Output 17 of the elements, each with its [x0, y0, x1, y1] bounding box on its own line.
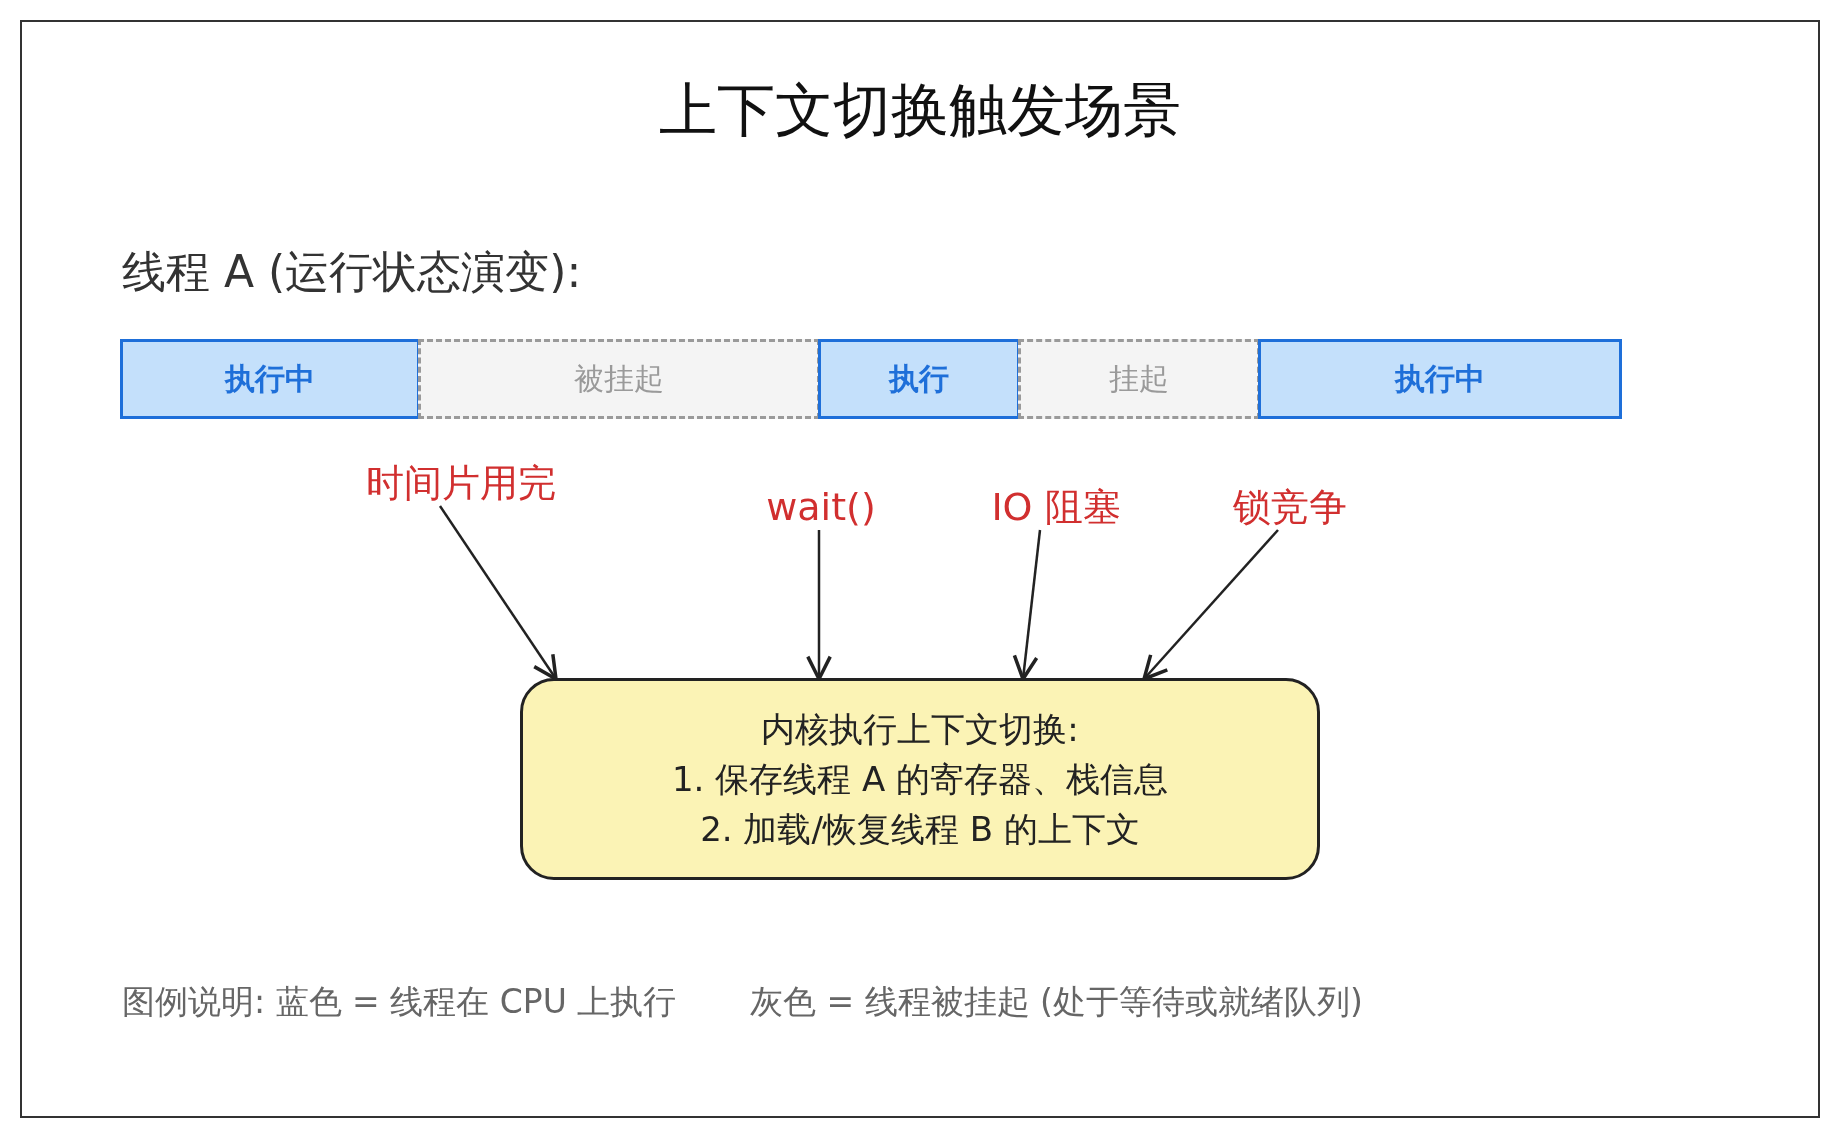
trigger-label: 锁竞争: [1233, 484, 1347, 530]
running-segment: 执行中: [120, 339, 420, 419]
trigger-label: wait(): [766, 484, 876, 530]
legend-note: 灰色 = 线程被挂起 (处于等待或就绪队列): [750, 981, 1363, 1023]
list-item: 2. 加载/恢复线程 B 的上下文: [700, 808, 1140, 851]
running-segment: 执行: [818, 339, 1020, 419]
process-box: [520, 678, 1320, 880]
suspended-segment: 挂起: [1018, 339, 1260, 419]
legend-note: 图例说明: 蓝色 = 线程在 CPU 上执行: [122, 981, 677, 1023]
suspended-segment: 被挂起: [418, 339, 820, 419]
box-heading: 内核执行上下文切换:: [761, 708, 1079, 751]
list-item: 1. 保存线程 A 的寄存器、栈信息: [671, 758, 1169, 801]
title: 上下文切换触发场景: [659, 75, 1181, 146]
trigger-label: 时间片用完: [366, 460, 556, 506]
running-segment: 执行中: [1258, 339, 1622, 419]
trigger-label: IO 阻塞: [991, 484, 1121, 530]
section-heading: 线程 A (运行状态演变):: [122, 245, 582, 299]
